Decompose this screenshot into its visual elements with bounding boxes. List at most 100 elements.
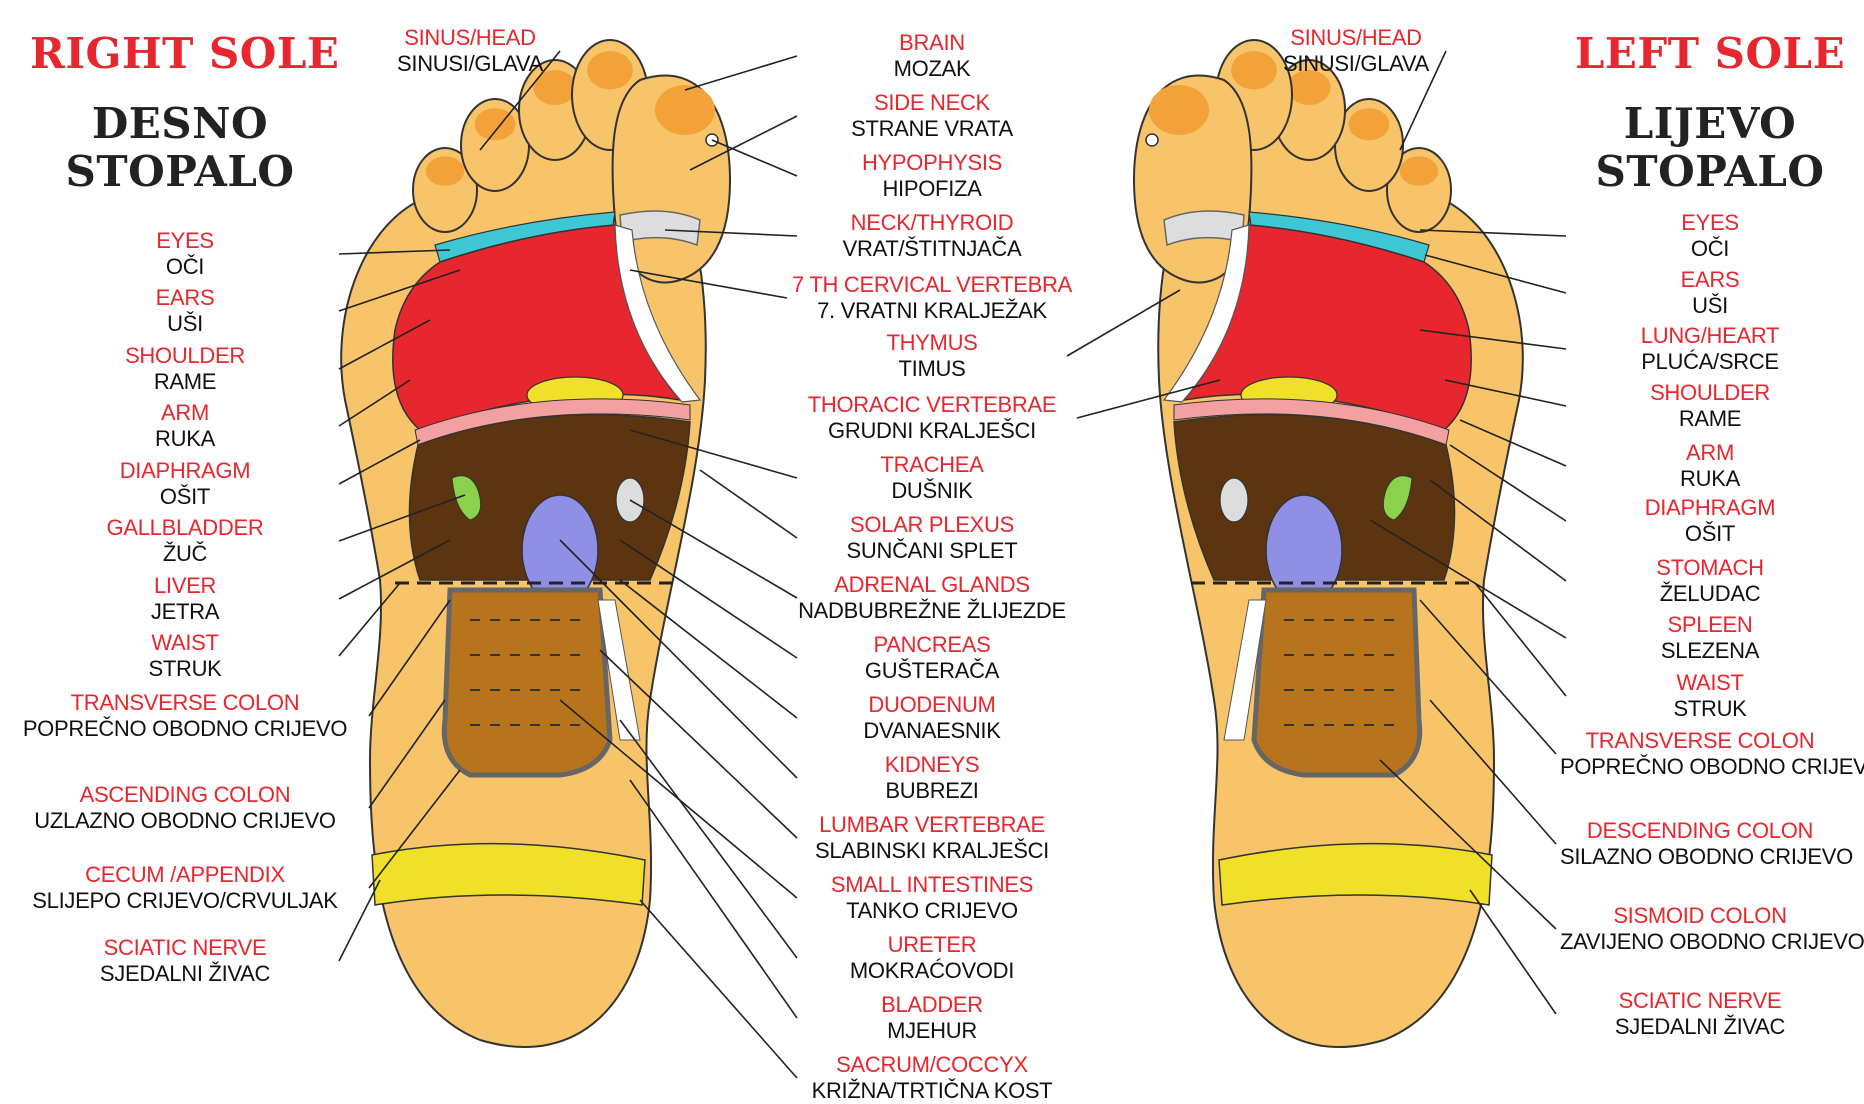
label-english: EARS <box>1570 267 1850 293</box>
label-croatian: KRIŽNA/TRTIČNA KOST <box>797 1078 1067 1104</box>
right-label-transverse-colon: TRANSVERSE COLONPOPREČNO OBODNO CRIJEVO <box>5 690 365 742</box>
label-english: SPLEEN <box>1570 612 1850 638</box>
label-english: WAIST <box>35 630 335 656</box>
right-label-sinus-head: SINUS/HEADSINUSI/GLAVA <box>380 25 560 77</box>
center-label-hypophysis: HYPOPHYSISHIPOFIZA <box>797 150 1067 202</box>
label-croatian: RAME <box>1570 406 1850 432</box>
label-english: TRANSVERSE COLON <box>5 690 365 716</box>
left-label-transverse-colon: TRANSVERSE COLONPOPREČNO OBODNO CRIJEVO <box>1560 728 1840 780</box>
center-label-small-intestines: SMALL INTESTINESTANKO CRIJEVO <box>797 872 1067 924</box>
left-label-waist: WAISTSTRUK <box>1570 670 1850 722</box>
left-label-sciatic-nerve: SCIATIC NERVESJEDALNI ŽIVAC <box>1560 988 1840 1040</box>
label-english: TRACHEA <box>797 452 1067 478</box>
right-label-arm: ARMRUKA <box>35 400 335 452</box>
label-croatian: SLABINSKI KRALJEŠCI <box>797 838 1067 864</box>
label-english: GALLBLADDER <box>35 515 335 541</box>
label-english: SACRUM/COCCYX <box>797 1052 1067 1078</box>
label-english: CECUM /APPENDIX <box>5 862 365 888</box>
center-label-thoracic-vertebrae: THORACIC VERTEBRAEGRUDNI KRALJEŠCI <box>787 392 1077 444</box>
right-foot <box>341 40 730 1047</box>
label-english: EYES <box>35 228 335 254</box>
label-english: SCIATIC NERVE <box>1560 988 1840 1014</box>
label-english: BLADDER <box>797 992 1067 1018</box>
title-left-hr-1: LIJEVO <box>1560 100 1860 148</box>
label-croatian: UZLAZNO OBODNO CRIJEVO <box>5 808 365 834</box>
label-croatian: OČI <box>1570 236 1850 262</box>
label-english: SOLAR PLEXUS <box>797 512 1067 538</box>
label-croatian: RAME <box>35 369 335 395</box>
label-croatian: VRAT/ŠTITNJAČA <box>797 236 1067 262</box>
label-croatian: OČI <box>35 254 335 280</box>
label-english: ARM <box>35 400 335 426</box>
label-croatian: HIPOFIZA <box>797 176 1067 202</box>
label-english: SINUS/HEAD <box>1266 25 1446 51</box>
label-croatian: TANKO CRIJEVO <box>797 898 1067 924</box>
label-croatian: STRUK <box>35 656 335 682</box>
label-english: LUNG/HEART <box>1570 323 1850 349</box>
label-croatian: SILAZNO OBODNO CRIJEVO <box>1560 844 1840 870</box>
label-english: HYPOPHYSIS <box>797 150 1067 176</box>
label-english: DIAPHRAGM <box>35 458 335 484</box>
label-english: SISMOID COLON <box>1560 903 1840 929</box>
label-croatian: SINUSI/GLAVA <box>1266 51 1446 77</box>
label-english: EYES <box>1570 210 1850 236</box>
label-croatian: JETRA <box>35 599 335 625</box>
label-english: THYMUS <box>797 330 1067 356</box>
label-croatian: TIMUS <box>797 356 1067 382</box>
label-croatian: GRUDNI KRALJEŠCI <box>787 418 1077 444</box>
label-croatian: SLIJEPO CRIJEVO/CRVULJAK <box>5 888 365 914</box>
label-english: PANCREAS <box>797 632 1067 658</box>
center-label-adrenal-glands: ADRENAL GLANDSNADBUBREŽNE ŽLIJEZDE <box>797 572 1067 624</box>
leader-line <box>700 470 797 538</box>
label-croatian: MJEHUR <box>797 1018 1067 1044</box>
label-croatian: 7. VRATNI KRALJEŽAK <box>787 298 1077 324</box>
label-english: SHOULDER <box>35 343 335 369</box>
label-croatian: BUBREZI <box>797 778 1067 804</box>
left-label-diaphragm: DIAPHRAGMOŠIT <box>1570 495 1850 547</box>
label-english: SIDE NECK <box>797 90 1067 116</box>
label-croatian: STRANE VRATA <box>797 116 1067 142</box>
center-label-trachea: TRACHEADUŠNIK <box>797 452 1067 504</box>
title-right-hr-2: STOPALO <box>30 148 330 196</box>
leader-line <box>685 56 797 90</box>
right-label-shoulder: SHOULDERRAME <box>35 343 335 395</box>
label-english: TRANSVERSE COLON <box>1560 728 1840 754</box>
label-croatian: DVANAESNIK <box>797 718 1067 744</box>
label-english: ASCENDING COLON <box>5 782 365 808</box>
label-croatian: GUŠTERAČA <box>797 658 1067 684</box>
label-english: SMALL INTESTINES <box>797 872 1067 898</box>
title-right-hr-1: DESNO <box>30 100 330 148</box>
label-croatian: ŽUČ <box>35 541 335 567</box>
label-croatian: OŠIT <box>1570 521 1850 547</box>
label-croatian: RUKA <box>35 426 335 452</box>
label-english: THORACIC VERTEBRAE <box>787 392 1077 418</box>
center-label-duodenum: DUODENUMDVANAESNIK <box>797 692 1067 744</box>
label-croatian: ZAVIJENO OBODNO CRIJEVO <box>1560 929 1840 955</box>
label-croatian: NADBUBREŽNE ŽLIJEZDE <box>797 598 1067 624</box>
label-english: ADRENAL GLANDS <box>797 572 1067 598</box>
label-croatian: SLEZENA <box>1570 638 1850 664</box>
label-croatian: STRUK <box>1570 696 1850 722</box>
label-croatian: OŠIT <box>35 484 335 510</box>
title-left-sole: LEFT SOLE LIJEVO STOPALO <box>1560 30 1860 196</box>
